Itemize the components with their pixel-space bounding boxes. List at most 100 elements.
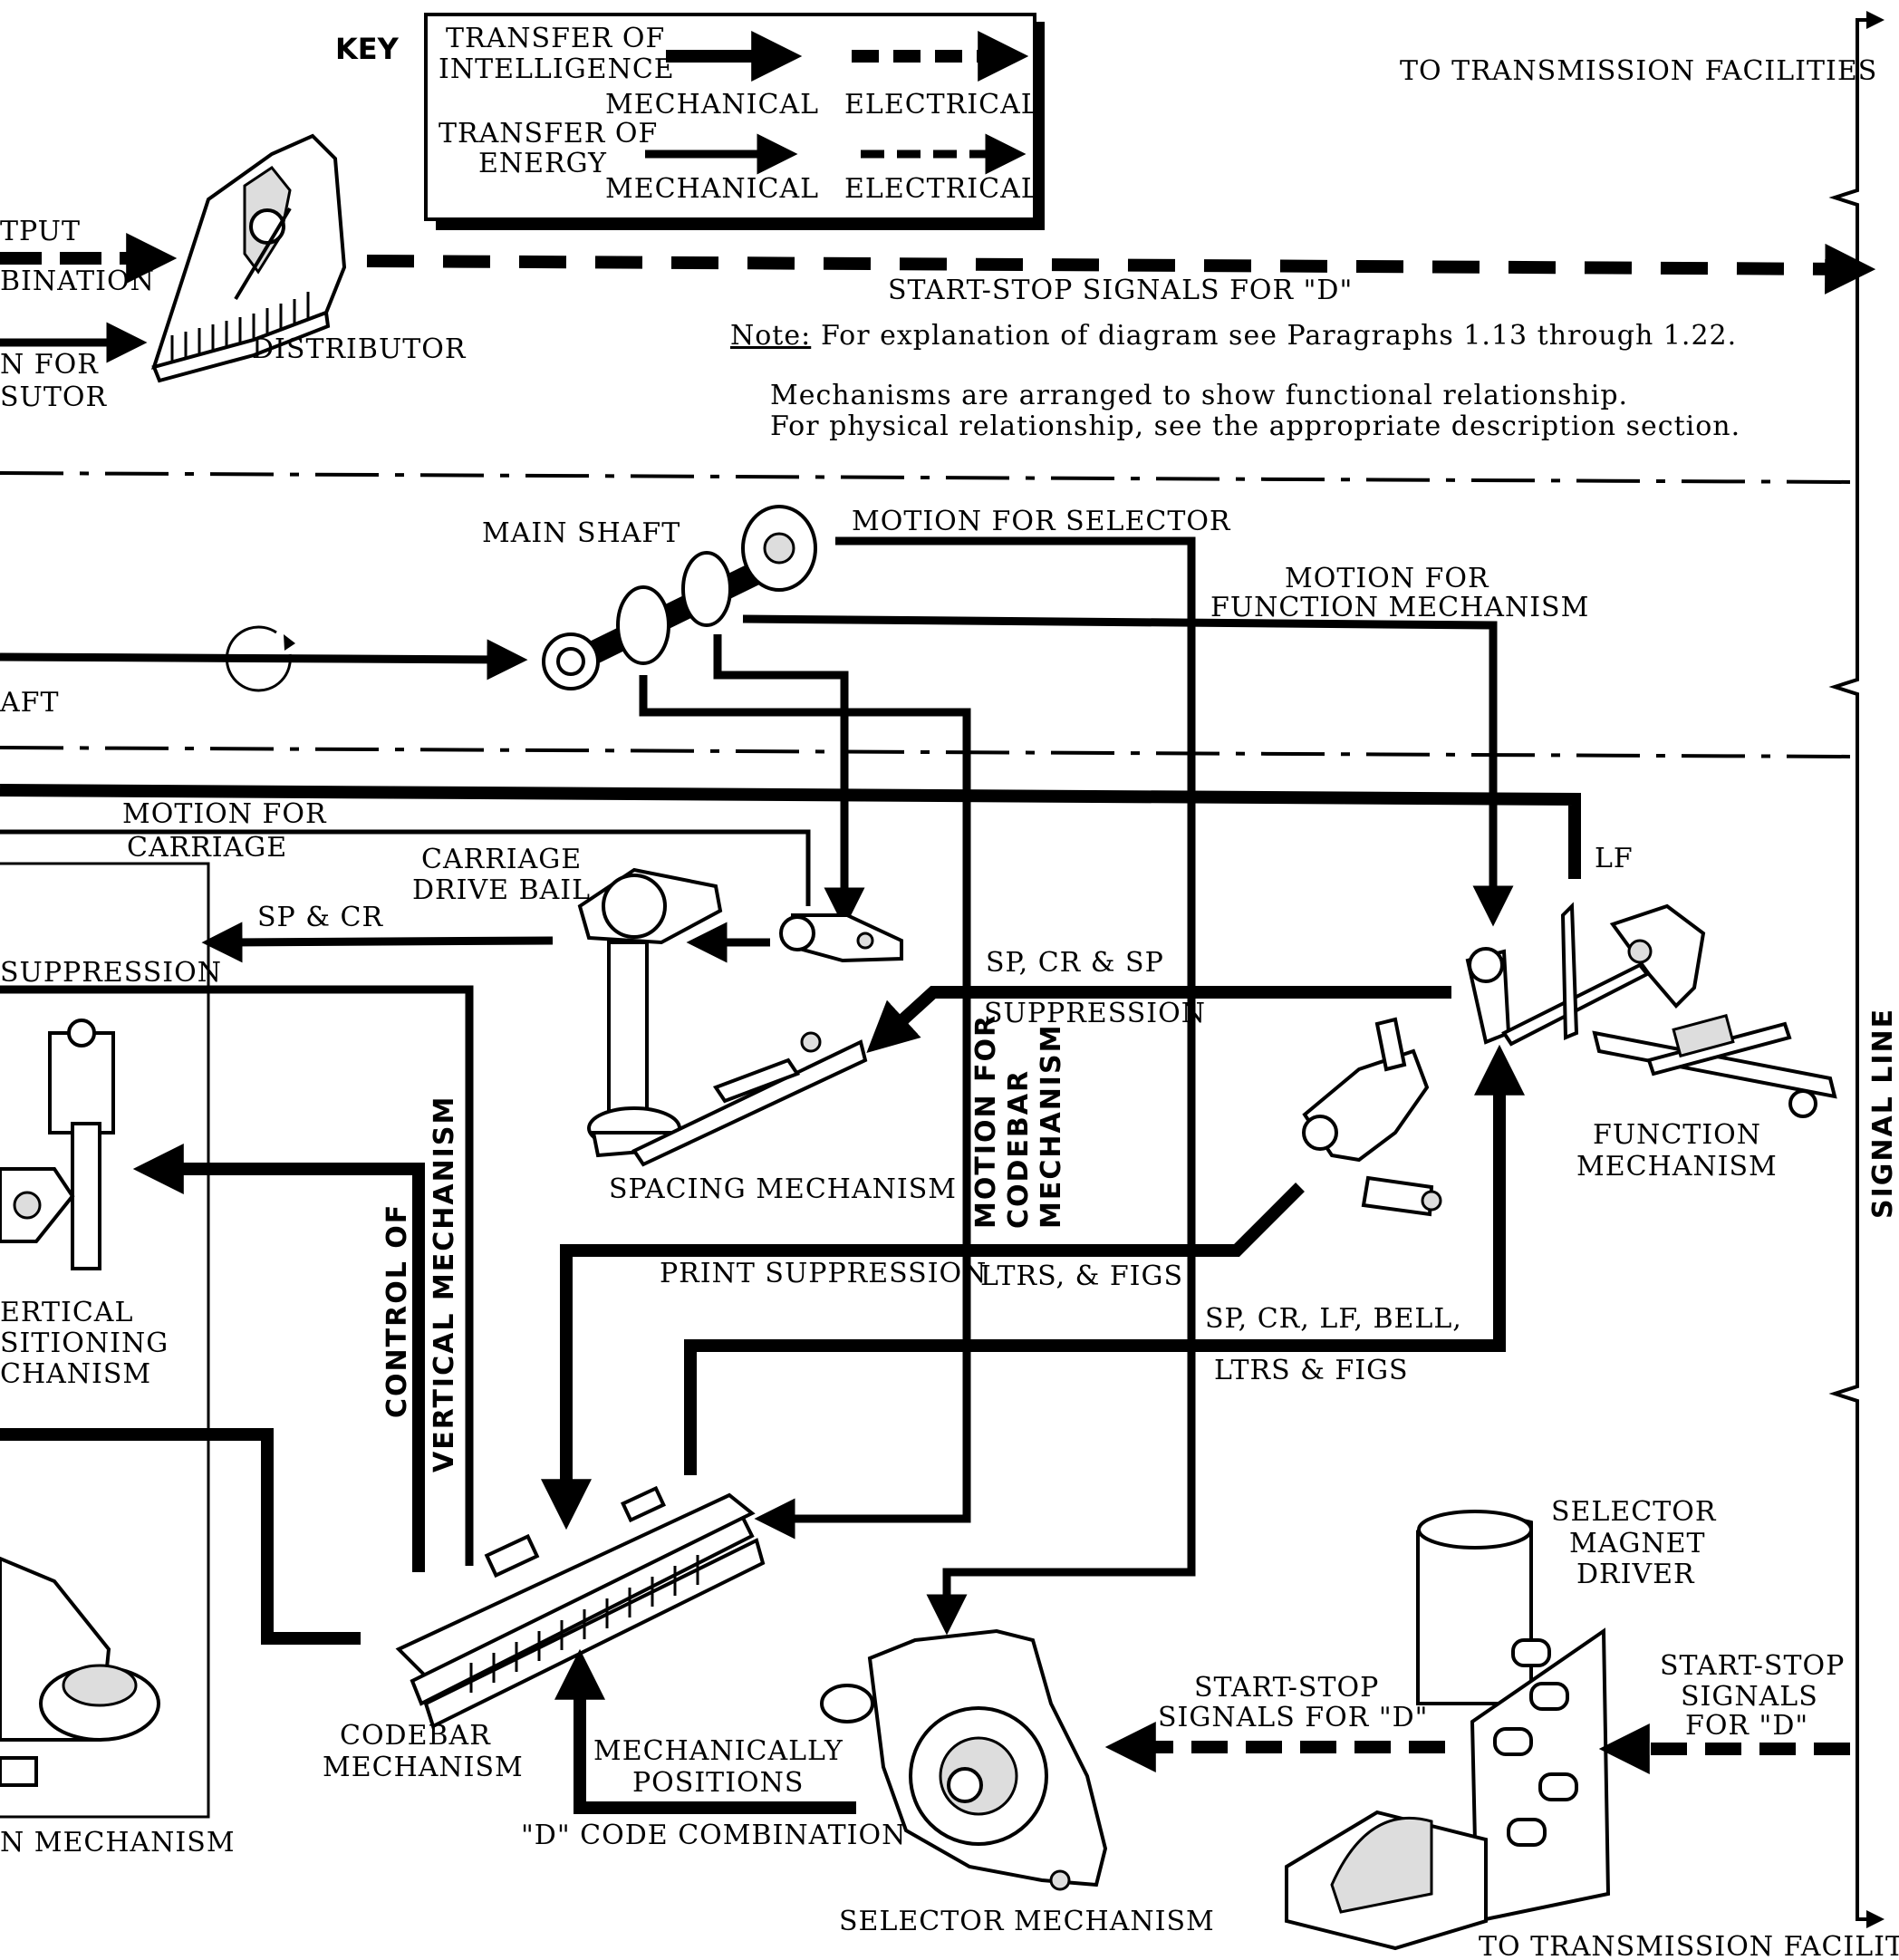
label-mechanically-positions-1: MECHANICALLY <box>593 1735 843 1767</box>
key-mechanical-1: MECHANICAL <box>605 89 819 121</box>
rotation-arrowhead-icon <box>284 634 295 651</box>
label-selector-magnet-driver-1: SELECTOR <box>1551 1496 1717 1528</box>
line-vertical-control <box>0 985 474 1566</box>
label-selector-magnet-driver-3: DRIVER <box>1576 1559 1695 1590</box>
label-sp-cr-sp: SP, CR & SP <box>986 947 1164 979</box>
label-arrangement-1: Mechanisms are arranged to show function… <box>770 380 1628 411</box>
label-d-code-combination: "D" CODE COMBINATION <box>521 1820 906 1851</box>
label-ltrs-figs: LTRS, & FIGS <box>980 1260 1183 1292</box>
label-bottom-left-mechanism: N MECHANISM <box>0 1827 236 1859</box>
separator-line-2 <box>0 746 1854 758</box>
selector-magnet-driver-illustration <box>1285 1510 1611 1951</box>
label-motion-function-2: FUNCTION MECHANISM <box>1210 592 1589 623</box>
label-shaft-partial: AFT <box>0 687 60 719</box>
label-function-mechanism-1: FUNCTION <box>1593 1119 1761 1151</box>
arrow-motion-selector <box>835 536 1196 1636</box>
label-to-transmission-top: TO TRANSMISSION FACILITIES <box>1400 55 1877 87</box>
arrow-motion-codebar <box>639 675 971 1540</box>
label-spacing-mechanism: SPACING MECHANISM <box>609 1173 957 1205</box>
label-selector-mechanism: SELECTOR MECHANISM <box>839 1906 1215 1937</box>
line-motion-carriage <box>0 829 811 906</box>
arrow-sp-cr-sp-suppression <box>866 986 1451 1053</box>
label-control-of: CONTROL OF <box>381 1203 413 1418</box>
selector-mechanism-illustration <box>820 1628 1108 1891</box>
arrow-vertical-control <box>132 1144 425 1572</box>
label-motion-codebar-3: MECHANISM <box>1036 1024 1067 1229</box>
distributor-illustration <box>150 133 347 383</box>
label-start-stop-mid-1: START-STOP <box>1194 1672 1379 1704</box>
main-shaft-illustration <box>542 505 817 690</box>
carriage-bail-bracket-illustration <box>779 913 903 963</box>
codebar-mechanism-illustration <box>395 1485 766 1729</box>
line-lf <box>0 784 1581 879</box>
label-vertical-positioning-1: ERTICAL <box>0 1297 133 1328</box>
label-note-text: For explanation of diagram see Paragraph… <box>821 320 1737 352</box>
label-start-stop-right-1: START-STOP <box>1660 1650 1845 1682</box>
label-carriage-drive-bail-1: CARRIAGE <box>421 844 582 875</box>
label-carriage-drive-bail-2: DRIVE BAIL <box>412 874 591 906</box>
label-motion-carriage-1: MOTION FOR <box>122 798 327 830</box>
arrow-start-stop-to-transmission <box>366 243 1876 294</box>
label-start-stop-mid-2: SIGNALS FOR "D" <box>1158 1702 1428 1733</box>
separator-line-1 <box>0 471 1854 484</box>
key-electrical-2: ELECTRICAL <box>844 173 1040 205</box>
label-to-transmission-bottom: TO TRANSMISSION FACILITIES <box>1479 1931 1899 1960</box>
label-motion-function-1: MOTION FOR <box>1285 563 1489 594</box>
label-lf: LF <box>1595 843 1634 874</box>
label-sp-cr: SP & CR <box>257 902 383 933</box>
label-ltrs-figs-2: LTRS & FIGS <box>1214 1355 1409 1386</box>
function-mechanism-illustration <box>1465 902 1837 1118</box>
key-energy-line1: TRANSFER OF <box>439 118 658 150</box>
label-motion-carriage-2: CARRIAGE <box>127 832 287 864</box>
rotation-icon <box>225 625 292 692</box>
label-codebar-mechanism-2: MECHANISM <box>323 1752 524 1783</box>
key-intelligence-line2: INTELLIGENCE <box>439 53 675 85</box>
label-motion-distributor-2: SUTOR <box>0 381 107 413</box>
label-note: Note: <box>730 320 811 352</box>
label-suppression-mid: SUPPRESSION <box>984 998 1206 1029</box>
label-start-stop-top: START-STOP SIGNALS FOR "D" <box>888 275 1353 306</box>
label-function-mechanism-2: MECHANISM <box>1576 1151 1778 1183</box>
signal-line-bracket <box>1828 18 1859 1921</box>
arrow-main-shaft-drive <box>0 639 528 681</box>
label-signal-line: SIGNAL LINE <box>1867 1008 1899 1219</box>
arrow-sp-cr-lf-bell <box>684 1044 1525 1475</box>
label-vertical-mechanism: VERTICAL MECHANISM <box>429 1096 460 1472</box>
key-heading: KEY <box>335 32 400 66</box>
key-energy-line2: ENERGY <box>478 148 607 179</box>
line-to-codebar <box>0 1428 361 1645</box>
arrow-sp-cr <box>201 922 554 963</box>
key-electrical-1: ELECTRICAL <box>844 89 1040 121</box>
key-mechanical-2: MECHANICAL <box>605 173 819 205</box>
label-start-stop-right-3: FOR "D" <box>1685 1710 1808 1742</box>
label-motion-distributor-1: N FOR <box>0 349 99 381</box>
key-intelligence-line1: TRANSFER OF <box>446 23 665 54</box>
label-suppression-left: SUPPRESSION <box>0 957 222 989</box>
arrow-motion-function <box>742 614 1514 927</box>
label-selector-magnet-driver-2: MAGNET <box>1569 1528 1706 1559</box>
label-distributor: DISTRIBUTOR <box>252 333 467 365</box>
label-motion-codebar-2: CODEBAR <box>1003 1069 1035 1229</box>
label-output-combination-2: BINATION <box>0 266 155 297</box>
arrow-motion-spacing <box>713 634 865 929</box>
label-vertical-positioning-2: SITIONING <box>0 1328 169 1359</box>
label-codebar-mechanism-1: CODEBAR <box>340 1720 491 1752</box>
key-legend: KEY TRANSFER OF INTELLIGENCE MECHANICAL … <box>335 13 1045 230</box>
arrow-mechanically-positions <box>554 1648 856 1814</box>
label-start-stop-right-2: SIGNALS <box>1681 1681 1818 1713</box>
label-arrangement-2: For physical relationship, see the appro… <box>770 410 1740 442</box>
arrow-print-suppression <box>541 1183 1305 1530</box>
label-vertical-positioning-3: CHANISM <box>0 1358 151 1390</box>
label-motion-codebar-1: MOTION FOR <box>970 1014 1002 1229</box>
vertical-positioning-illustration <box>0 1019 115 1270</box>
label-motion-for-selector: MOTION FOR SELECTOR <box>852 506 1231 537</box>
print-suppression-mechanism-illustration <box>1302 1017 1442 1217</box>
label-print-suppression: PRINT SUPPRESSION <box>660 1258 987 1289</box>
label-main-shaft: MAIN SHAFT <box>482 517 680 549</box>
left-frame-box <box>0 862 210 1819</box>
label-sp-cr-lf-bell: SP, CR, LF, BELL, <box>1205 1303 1462 1335</box>
spacing-mechanism-illustration <box>577 867 868 1167</box>
bottom-left-mechanism-illustration <box>0 1556 160 1787</box>
label-mechanically-positions-2: POSITIONS <box>632 1767 804 1799</box>
